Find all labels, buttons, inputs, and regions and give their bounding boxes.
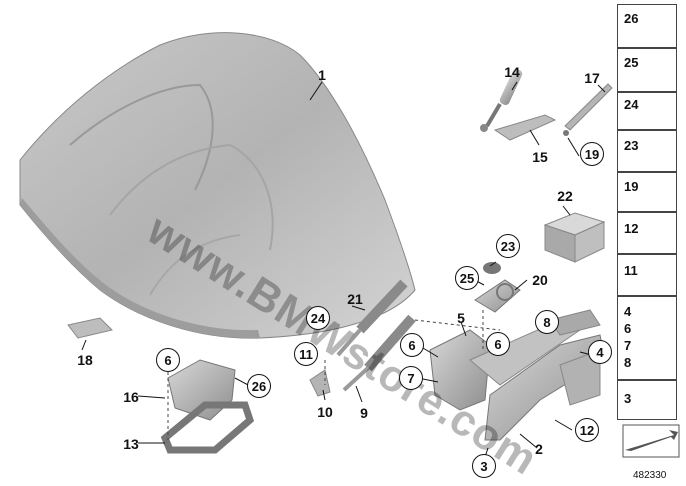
callout-15[interactable]: 15 xyxy=(532,149,548,165)
panel-num: 23 xyxy=(624,138,639,153)
circled-callout-19[interactable]: 19 xyxy=(580,142,604,166)
callout-2[interactable]: 2 xyxy=(535,441,543,457)
circled-callout-23[interactable]: 23 xyxy=(496,234,520,258)
gas-strut-14 xyxy=(480,68,523,132)
callout-17[interactable]: 17 xyxy=(584,70,600,86)
callout-14[interactable]: 14 xyxy=(504,64,520,80)
panel-num: 24 xyxy=(624,97,639,112)
pad-18 xyxy=(67,317,113,339)
panel-num: 26 xyxy=(624,11,639,26)
circled-callout-25[interactable]: 25 xyxy=(455,266,479,290)
box-22 xyxy=(543,212,606,263)
hinge-assembly xyxy=(429,309,606,441)
circled-callout-6a[interactable]: 6 xyxy=(156,348,180,372)
panel-cell-11[interactable]: 11 xyxy=(617,254,677,296)
diagram-code: 482330 xyxy=(633,470,667,481)
lock-20 xyxy=(474,262,521,313)
circled-callout-7[interactable]: 7 xyxy=(399,366,423,390)
panel-cell-24[interactable]: 24 xyxy=(617,92,677,130)
callout-9[interactable]: 9 xyxy=(360,405,368,421)
panel-num: 3 xyxy=(624,391,632,406)
circled-callout-24[interactable]: 24 xyxy=(306,306,330,330)
callout-10[interactable]: 10 xyxy=(317,404,333,420)
circled-callout-8[interactable]: 8 xyxy=(535,310,559,334)
panel-cell-4-6-7-8[interactable]: 4 6 7 8 xyxy=(617,296,677,380)
bracket-15 xyxy=(493,114,557,141)
circled-callout-4[interactable]: 4 xyxy=(588,340,612,364)
callout-21[interactable]: 21 xyxy=(347,291,363,307)
strut-17 xyxy=(563,83,613,136)
panel-cell-12[interactable]: 12 xyxy=(617,212,677,254)
panel-cell-19[interactable]: 19 xyxy=(617,172,677,212)
strut-9 xyxy=(342,314,416,392)
callout-5[interactable]: 5 xyxy=(457,310,465,326)
callout-18[interactable]: 18 xyxy=(77,352,93,368)
bracket-13 xyxy=(160,401,255,454)
bracket-10 xyxy=(309,369,331,397)
callout-1[interactable]: 1 xyxy=(318,67,326,83)
panel-cell-23[interactable]: 23 xyxy=(617,130,677,172)
panel-num: 19 xyxy=(624,179,639,194)
panel-cell-25[interactable]: 25 xyxy=(617,48,677,92)
circled-callout-12[interactable]: 12 xyxy=(575,418,599,442)
circled-callout-6c[interactable]: 6 xyxy=(486,332,510,356)
circled-callout-3[interactable]: 3 xyxy=(472,454,496,478)
panel-cell-3[interactable]: 3 xyxy=(617,380,677,420)
callout-13[interactable]: 13 xyxy=(123,436,139,452)
panel-cell-26[interactable]: 26 xyxy=(617,4,677,48)
panel-num: 4 6 7 8 xyxy=(624,304,632,370)
panel-num: 11 xyxy=(624,263,638,278)
panel-num: 25 xyxy=(624,55,639,70)
circled-callout-26[interactable]: 26 xyxy=(247,374,271,398)
circled-callout-11[interactable]: 11 xyxy=(294,342,318,366)
callout-22[interactable]: 22 xyxy=(557,188,573,204)
callout-16[interactable]: 16 xyxy=(123,389,139,405)
strut-21 xyxy=(336,279,408,357)
circled-callout-6b[interactable]: 6 xyxy=(400,333,424,357)
callout-20[interactable]: 20 xyxy=(532,272,548,288)
panel-num: 12 xyxy=(624,221,639,236)
hood-part xyxy=(19,32,416,339)
